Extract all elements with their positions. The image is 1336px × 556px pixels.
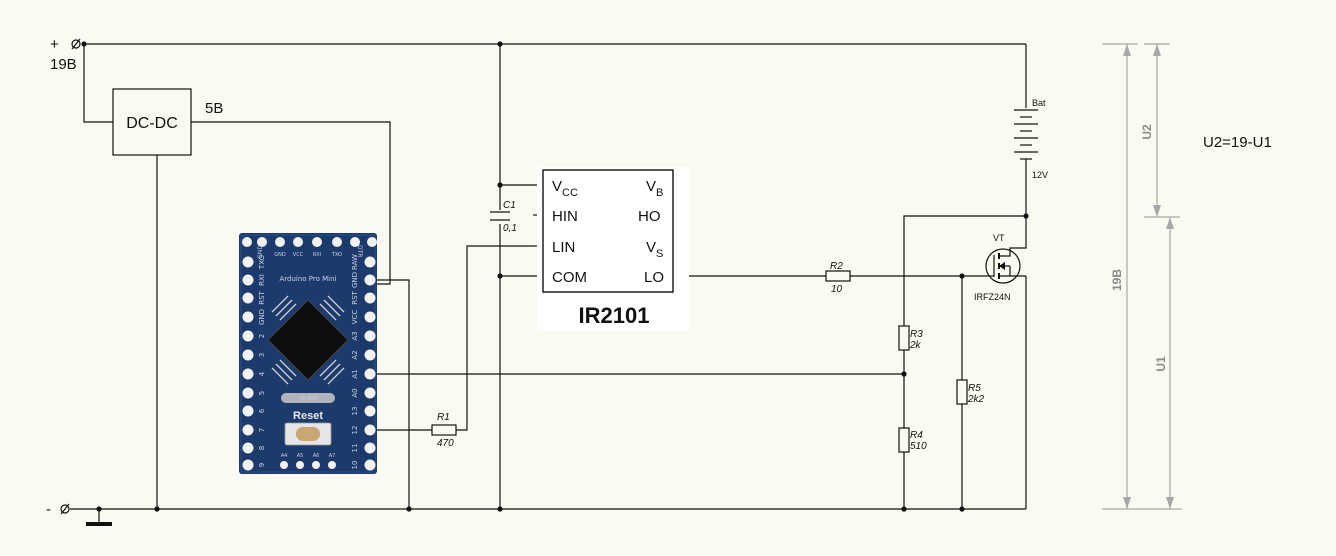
- driver-pin-vb: VB: [646, 178, 663, 199]
- resistor-r2: R2 10: [825, 261, 851, 295]
- r1-name: R1: [437, 412, 450, 423]
- left-pin-label-10: 6: [258, 408, 266, 413]
- right-pin-label-5: VCC: [351, 310, 359, 325]
- junction-dots: [81, 41, 1029, 512]
- right-pin-label-3: GND: [351, 272, 359, 288]
- top-pin-label-1: GND: [274, 252, 286, 258]
- top-pin-label-2: VCC: [293, 252, 304, 258]
- right-pin-label-11: 12: [351, 426, 359, 435]
- left-pin-label-11: 7: [258, 428, 266, 432]
- right-pin-label-13: 10: [351, 461, 359, 470]
- driver-pin-vcc: VCC: [552, 178, 578, 199]
- r5-value: 2k2: [967, 394, 985, 405]
- right-pin-label-10: 13: [351, 407, 359, 416]
- c1-name: C1: [503, 200, 516, 211]
- resistor-r5: R5 2k2: [956, 379, 985, 405]
- driver-pin-lin: LIN: [552, 239, 575, 256]
- battery-value: 12V: [1032, 170, 1048, 180]
- resistor-r1: R1 470: [431, 412, 457, 449]
- plus-terminal: + 19B: [50, 36, 81, 73]
- arduino-right-pins: DTR RAW GND RST VCC A3 A2 A1 A0 13 12 11…: [351, 245, 376, 471]
- r5-name: R5: [968, 383, 981, 394]
- mosfet-transistor: VT IRFZ24N: [974, 233, 1027, 302]
- left-pin-label-3: RXI: [258, 274, 266, 286]
- r4-value: 510: [910, 441, 927, 452]
- dimension-lower: U1: [1154, 217, 1174, 509]
- voltage-equation: U2=19-U1: [1203, 134, 1272, 151]
- crystal-label: 16.000: [299, 396, 317, 402]
- transistor-name: VT: [993, 233, 1005, 243]
- right-pin-label-1: DTR: [356, 245, 363, 257]
- top-pin-label-3: RXI: [313, 252, 321, 258]
- dcdc-label: DC-DC: [126, 115, 178, 132]
- arduino-left-pins: GND TXO RXI RST GND 2 3 4 5 6 7 8 9: [242, 245, 266, 471]
- arduino-board-title: Arduino Pro Mini: [279, 275, 336, 283]
- driver-pin-hin: HIN: [552, 208, 578, 225]
- c1-value: 0,1: [503, 223, 517, 234]
- transistor-part: IRFZ24N: [974, 292, 1011, 302]
- r3-name: R3: [910, 329, 923, 340]
- driver-pin-ho: HO: [638, 208, 661, 225]
- r2-name: R2: [830, 261, 843, 272]
- battery-name: Bat: [1032, 98, 1046, 108]
- plus-sign: +: [50, 36, 59, 53]
- r4-name: R4: [910, 430, 923, 441]
- left-pin-label-5: GND: [258, 309, 266, 325]
- ir2101-driver: VCC HIN LIN COM VB HO VS LO IR2101: [537, 167, 689, 331]
- capacitor-c1: C1 0,1: [503, 200, 517, 234]
- left-pin-label-13: 9: [258, 463, 266, 467]
- mcu-chip: [267, 295, 349, 385]
- crystal: 16.000: [281, 393, 335, 403]
- minus-terminal: -: [46, 501, 70, 518]
- driver-pin-lo: LO: [644, 269, 664, 286]
- right-pin-label-8: A1: [351, 369, 359, 378]
- bottom-pin-label-2: A5: [297, 453, 304, 459]
- right-pin-label-7: A2: [351, 350, 359, 359]
- total-voltage-label: 19B: [1110, 269, 1124, 291]
- right-pin-label-9: A0: [351, 388, 359, 397]
- dimension-upper: U2: [1140, 43, 1180, 218]
- r3-value: 2k: [909, 340, 922, 351]
- supply-voltage-label: 19B: [50, 56, 77, 73]
- arduino-pro-mini: GND VCC RXI TXO GND TXO RXI RST GND 2 3: [239, 233, 377, 474]
- bottom-pin-label-1: A4: [281, 453, 288, 459]
- arduino-top-pins: GND VCC RXI TXO: [242, 237, 377, 258]
- upper-voltage-label: U2: [1140, 124, 1154, 140]
- driver-pin-com: COM: [552, 269, 587, 286]
- right-pin-label-6: A3: [351, 331, 359, 340]
- reset-label: Reset: [293, 410, 323, 422]
- left-pin-label-9: 5: [258, 391, 266, 395]
- left-pin-label-8: 4: [258, 371, 266, 376]
- right-pin-label-12: 11: [351, 444, 359, 453]
- r1-value: 470: [437, 438, 454, 449]
- converter-output-label: 5B: [205, 100, 223, 117]
- left-pin-label-7: 3: [258, 353, 266, 357]
- bottom-pin-label-3: A6: [313, 453, 320, 459]
- right-pin-label-4: RST: [351, 290, 359, 304]
- resistor-r4: R4 510: [898, 427, 927, 453]
- left-pin-label-6: 2: [258, 334, 266, 338]
- left-pin-label-12: 8: [258, 446, 266, 450]
- driver-title: IR2101: [579, 303, 650, 328]
- left-pin-label-2: TXO: [258, 254, 266, 270]
- lower-voltage-label: U1: [1154, 356, 1168, 372]
- dcdc-converter: DC-DC 5B: [112, 88, 223, 156]
- left-pin-label-4: RST: [258, 290, 266, 304]
- left-pin-label-1: GND: [257, 245, 264, 259]
- driver-pin-vs: VS: [646, 239, 663, 260]
- reset-button: Reset: [284, 410, 332, 446]
- dimension-total: 19B: [1102, 43, 1182, 510]
- arduino-bottom-pins: A4 A5 A6 A7: [280, 453, 336, 469]
- resistor-r3: R3 2k: [898, 325, 923, 351]
- battery: Bat 12V: [1014, 98, 1048, 180]
- bottom-pin-label-4: A7: [329, 453, 336, 459]
- r2-value: 10: [831, 284, 843, 295]
- top-pin-label-4: TXO: [331, 252, 342, 258]
- minus-sign: -: [46, 501, 51, 518]
- right-pin-label-2: RAW: [351, 254, 359, 270]
